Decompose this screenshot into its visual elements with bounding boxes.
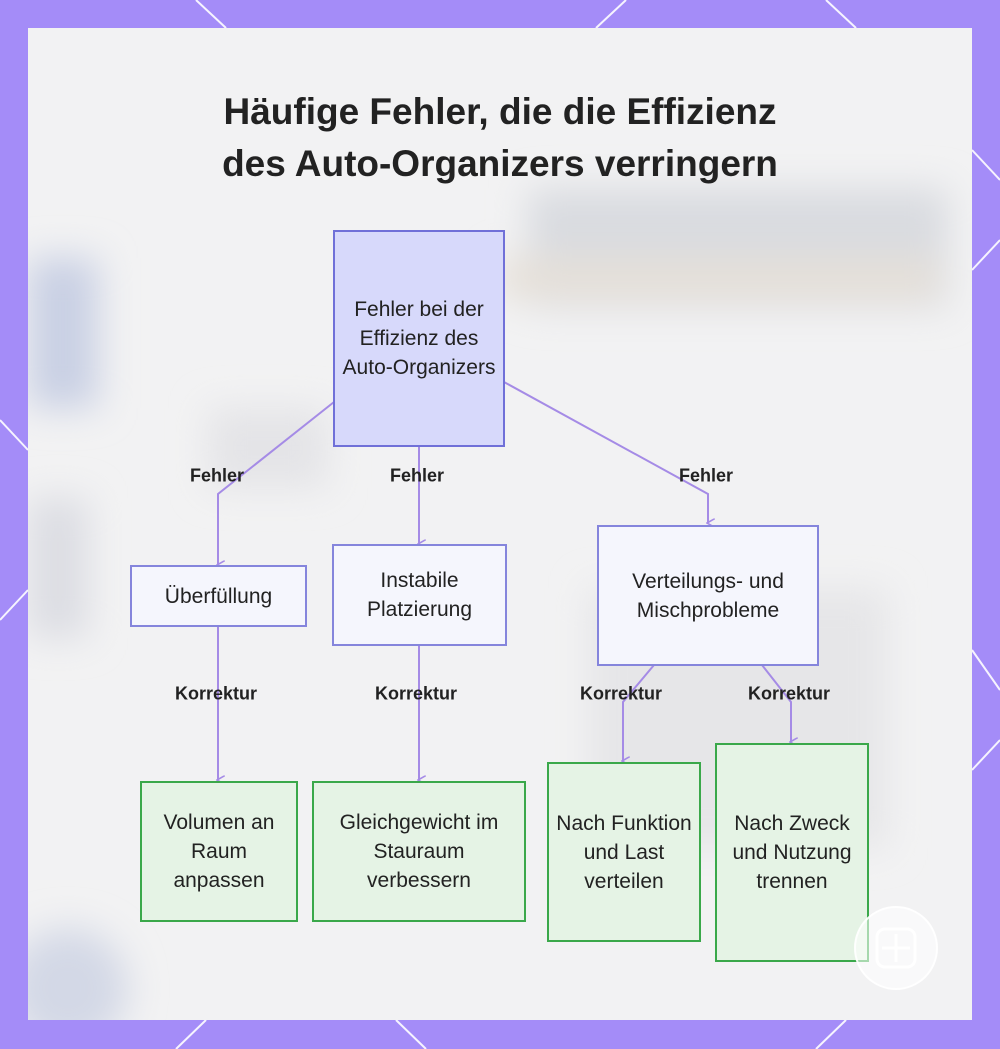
edge-label-error-unstable: Fehler — [390, 466, 444, 487]
edge-label-correction-overfill: Korrektur — [175, 684, 257, 705]
node-fix-purpose: Nach Zweck und Nutzung trennen — [715, 743, 869, 962]
edge-distribution-fix-function — [623, 665, 654, 761]
edge-label-correction-unstable: Korrektur — [375, 684, 457, 705]
edge-label-correction-function: Korrektur — [580, 684, 662, 705]
brand-logo — [854, 906, 938, 990]
node-overfill: Überfüllung — [130, 565, 307, 627]
node-fix-balance: Gleichgewicht im Stauraum verbessern — [312, 781, 526, 922]
edge-label-error-distribution: Fehler — [679, 466, 733, 487]
diagram-card: Häufige Fehler, die die Effizienz des Au… — [28, 28, 972, 1020]
node-root: Fehler bei der Effizienz des Auto-Organi… — [333, 230, 505, 447]
edge-label-correction-purpose: Korrektur — [748, 684, 830, 705]
node-distribution: Verteilungs- und Mischprobleme — [597, 525, 819, 666]
node-fix-function: Nach Funktion und Last verteilen — [547, 762, 701, 942]
edge-label-error-overfill: Fehler — [190, 466, 244, 487]
node-unstable: Instabile Platzierung — [332, 544, 507, 646]
edge-root-distribution — [504, 382, 708, 523]
node-fix-volume: Volumen an Raum anpassen — [140, 781, 298, 922]
grid-logo-icon — [874, 926, 918, 970]
